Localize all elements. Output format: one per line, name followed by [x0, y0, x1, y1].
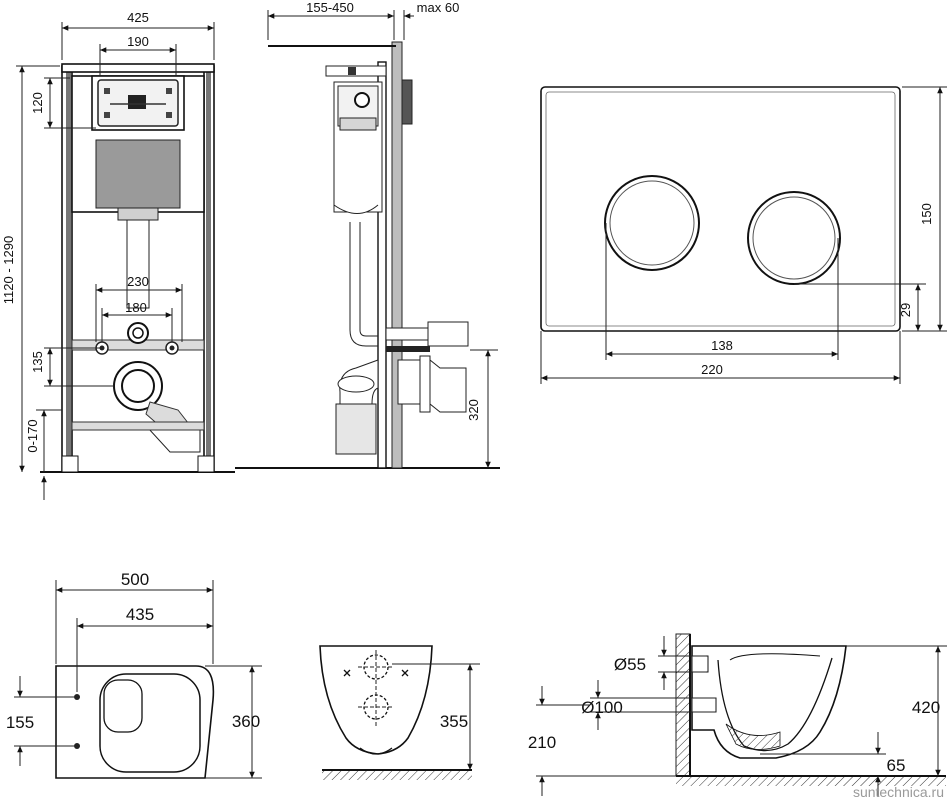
dim-bowl-width: 360 [232, 712, 260, 731]
bowl-rear-view [319, 645, 472, 780]
frame-side-view [235, 41, 500, 469]
dim-outlet-diameter: Ø100 [581, 698, 623, 717]
dim-bolt-pitch: 155 [6, 713, 34, 732]
dim-frame-width: 425 [127, 10, 149, 25]
dim-button-spacing: 138 [711, 338, 733, 353]
dim-outlet-offset: 65 [887, 756, 906, 775]
dim-inlet-diameter: Ø55 [614, 655, 646, 674]
dim-plate-width: 220 [701, 362, 723, 377]
dim-bowl-height: 420 [912, 698, 940, 717]
bowl-top-view [55, 665, 215, 779]
dim-wall-depth: 155-450 [306, 0, 354, 15]
watermark-text: suntechnica.ru [853, 784, 944, 800]
dim-frame-height: 1120 - 1290 [1, 236, 16, 304]
dim-outlet-height: 210 [528, 733, 556, 752]
bowl-side-section [675, 633, 946, 786]
dim-bowl-inner-length: 435 [126, 605, 154, 624]
dim-wall-finish-max: max 60 [417, 0, 460, 15]
dim-panel-mount-height: 120 [30, 92, 45, 114]
dim-foot-adjust: 0-170 [25, 419, 40, 452]
dim-button-offset: 29 [898, 303, 913, 317]
dim-drain-offset: 135 [30, 351, 45, 373]
dim-drain-height: 320 [466, 399, 481, 421]
flush-plate [540, 86, 901, 332]
dim-bolt-spacing-outer: 230 [127, 274, 149, 289]
dim-bowl-length: 500 [121, 570, 149, 589]
dim-plate-height: 150 [919, 203, 934, 225]
dim-bolt-spacing-inner: 180 [125, 300, 147, 315]
frame-front-view [40, 63, 235, 473]
dim-bowl-front-width: 355 [440, 712, 468, 731]
dim-panel-mount-width: 190 [127, 34, 149, 49]
